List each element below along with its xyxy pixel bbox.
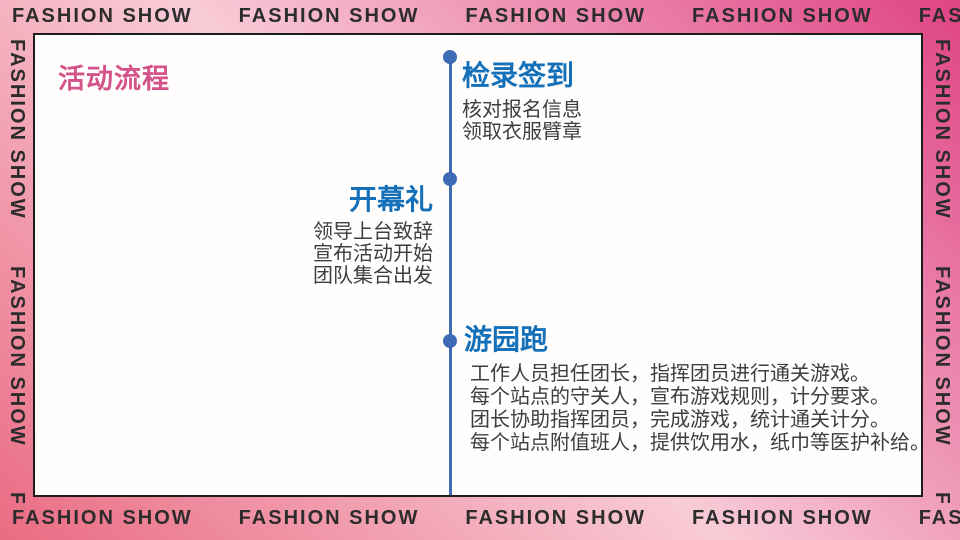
milestone-detail-line: 团长协助指挥团员，完成游戏，统计通关计分。 xyxy=(470,409,890,431)
fashion-show-text: FASHION SHOW xyxy=(6,39,28,220)
milestone-details: 工作人员担任团长，指挥团员进行通关游戏。 每个站点的守关人，宣布游戏规则，计分要… xyxy=(464,363,930,455)
milestone-heading: 检录签到 xyxy=(462,61,575,92)
milestone-checkin: 检录签到 核对报名信息 领取衣服臂章 xyxy=(462,61,582,143)
milestone-detail-line: 领导上台致辞 xyxy=(313,221,433,243)
fashion-show-text: FASHION SHOW xyxy=(692,507,873,529)
slide-content-area: 活动流程 检录签到 核对报名信息 领取衣服臂章 开幕礼 领导上台致辞 宣布活动开… xyxy=(33,33,930,497)
timeline-dot-opening xyxy=(443,172,457,186)
fashion-show-text: FASHION SHOW xyxy=(918,5,960,27)
milestone-details: 领导上台致辞 宣布活动开始 团队集合出发 xyxy=(313,221,433,287)
fashion-show-text: FASHION SHOW xyxy=(930,492,953,503)
fashion-show-text: FASHION SHOW xyxy=(465,507,647,529)
frame-banner-left: FASHION SHOW FASHION SHOW FASHION SHOW xyxy=(0,33,33,503)
fashion-show-text: FASHION SHOW xyxy=(12,5,193,27)
page-title: 活动流程 xyxy=(58,64,170,94)
fashion-show-text: FASHION SHOW xyxy=(238,5,420,27)
fashion-show-text: FASHION SHOW xyxy=(918,507,960,529)
fashion-show-text: FASHION SHOW xyxy=(692,5,873,27)
milestone-detail-line: 核对报名信息 xyxy=(462,99,582,121)
timeline-dot-park-run xyxy=(443,334,457,348)
milestone-detail-line: 团队集合出发 xyxy=(313,265,433,287)
fashion-show-text: FASHION SHOW xyxy=(5,492,28,503)
timeline-line xyxy=(449,57,452,495)
frame-banner-bottom: FASHION SHOW FASHION SHOW FASHION SHOW FASH… xyxy=(0,497,960,540)
fashion-show-text: FASHION SHOW xyxy=(12,507,193,529)
milestone-opening: 开幕礼 领导上台致辞 宣布活动开始 团队集合出发 xyxy=(313,185,433,287)
milestone-park-run: 游园跑 工作人员担任团长，指挥团员进行通关游戏。 每个站点的守关人，宣布游戏规则… xyxy=(464,325,930,455)
fashion-show-text: FASHION SHOW xyxy=(931,265,953,447)
frame-banner-top: FASHION SHOW FASHION SHOW FASHION SHOW FASH… xyxy=(0,0,960,33)
milestone-detail-line: 工作人员担任团长，指挥团员进行通关游戏。 xyxy=(470,363,870,385)
fashion-show-text: FASHION SHOW xyxy=(6,265,28,447)
fashion-show-text: FASHION SHOW xyxy=(465,5,647,27)
milestone-details: 核对报名信息 领取衣服臂章 xyxy=(462,99,582,143)
milestone-detail-line: 宣布活动开始 xyxy=(313,243,433,265)
frame-banner-right: FASHION SHOW FASHION SHOW FASHION SHOW xyxy=(923,33,960,503)
timeline-dot-checkin xyxy=(443,50,457,64)
milestone-heading: 游园跑 xyxy=(464,325,549,356)
milestone-detail-line: 每个站点附值班人，提供饮用水，纸巾等医护补给。 xyxy=(470,432,930,454)
fashion-show-text: FASHION SHOW xyxy=(931,39,953,220)
milestone-detail-line: 领取衣服臂章 xyxy=(462,121,582,143)
milestone-detail-line: 每个站点的守关人，宣布游戏规则，计分要求。 xyxy=(470,386,890,408)
milestone-heading: 开幕礼 xyxy=(348,185,433,216)
fashion-show-text: FASHION SHOW xyxy=(238,507,420,529)
